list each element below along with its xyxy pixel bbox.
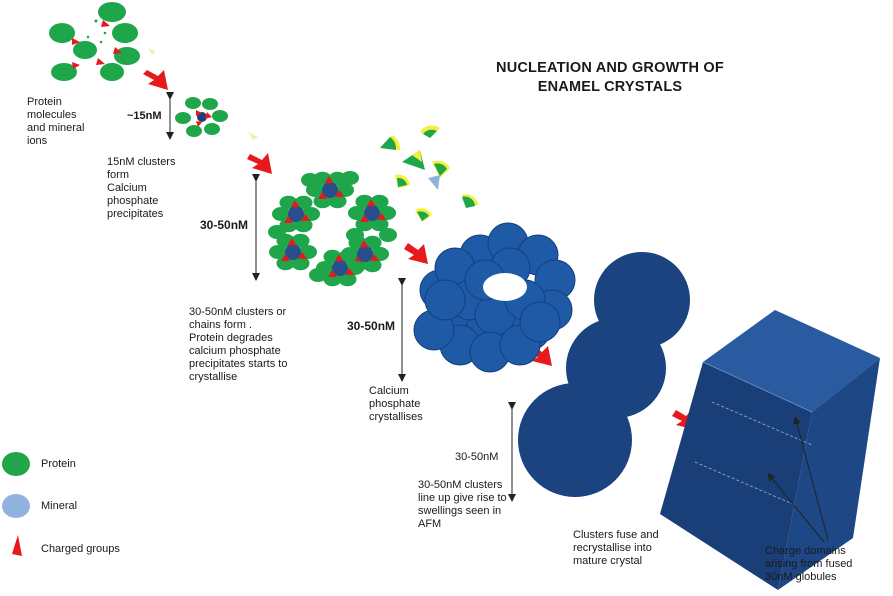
ring-mineral-core <box>364 205 380 221</box>
ring-mineral-core <box>322 182 338 198</box>
ring-charge <box>284 216 294 224</box>
legend-protein-label: Protein <box>41 458 76 470</box>
stage4-crystal-cluster <box>413 222 576 373</box>
label-fuse-recrystallise: Clusters fuse and recrystallise into mat… <box>573 529 659 567</box>
ring-charge <box>360 215 370 223</box>
label-size-3050-b: 30-50nM <box>347 319 396 333</box>
donut-globule <box>424 279 466 321</box>
legend-protein-swatch <box>2 452 30 476</box>
label-chains-form: 30-50nM clusters or chains form . Protei… <box>189 306 288 383</box>
ring-charge <box>287 238 297 246</box>
ring-mineral-core <box>357 246 373 262</box>
stage6-mature-crystal <box>660 310 880 590</box>
label-line-up: 30-50nM clusters line up give rise to sw… <box>418 479 507 530</box>
ring-charge <box>377 212 387 220</box>
charge-domain-pointers <box>767 416 829 543</box>
label-size-15nm: ~15nM <box>127 110 162 122</box>
diagram-title: NUCLEATION AND GROWTH OF ENAMEL CRYSTALS <box>470 59 750 97</box>
size-arrows <box>166 92 516 502</box>
ring-protein <box>301 173 319 187</box>
ring-protein <box>294 218 313 233</box>
ring-charge <box>345 267 355 275</box>
legend-swatches <box>2 452 30 556</box>
ring-protein <box>379 228 397 242</box>
ring-charge <box>290 200 300 208</box>
ring-charge <box>366 199 376 207</box>
ring-protein <box>341 171 359 185</box>
ring-charge <box>301 213 311 221</box>
donut-globule <box>519 301 561 343</box>
ring-protein <box>370 217 389 232</box>
label-size-3050-c: 30-50nM <box>455 451 499 463</box>
ring-protein <box>346 228 364 242</box>
label-15nm-clusters: 15nM clusters form Calcium phosphate pre… <box>107 156 176 220</box>
title-line-2: ENAMEL CRYSTALS <box>537 79 683 95</box>
ring-charge <box>318 192 328 200</box>
ring-charge <box>335 189 345 197</box>
ring-protein <box>348 206 366 220</box>
stage3-fragments <box>380 125 478 222</box>
stage3-ring-clusters <box>268 171 397 287</box>
ring-protein <box>309 268 327 282</box>
ring-charge <box>324 176 334 184</box>
ring-protein <box>338 272 357 287</box>
ring-mineral-core <box>285 244 301 260</box>
ring-charge <box>334 254 344 262</box>
ring-charge <box>359 240 369 248</box>
ring-protein <box>272 207 290 221</box>
legend-mineral-swatch <box>2 494 30 518</box>
ring-protein <box>276 256 295 271</box>
legend-charge-swatch <box>12 535 22 556</box>
ring-charge <box>298 251 308 259</box>
ring-protein <box>363 258 382 273</box>
legend-charge-label: Charged groups <box>41 543 120 555</box>
ring-protein <box>313 194 332 209</box>
label-size-3050-a: 30-50nM <box>200 218 249 232</box>
label-crystallises: Calcium phosphate crystallises <box>369 385 423 423</box>
ring-mineral-core <box>288 206 304 222</box>
ring-charge <box>328 270 338 278</box>
ring-protein <box>269 245 287 259</box>
ring-protein <box>328 194 347 209</box>
donut-hole <box>483 273 527 301</box>
ring-protein <box>355 217 374 232</box>
ring-protein <box>268 225 286 239</box>
title-line-1: NUCLEATION AND GROWTH OF <box>496 60 724 76</box>
stage1-proteins <box>49 2 140 81</box>
ring-mineral-core <box>332 260 348 276</box>
label-protein-ions: Protein molecules and mineral ions <box>27 96 85 147</box>
ring-protein <box>323 272 342 287</box>
ring-charge <box>281 254 291 262</box>
ring-protein <box>291 256 310 271</box>
stage2-cluster-15nm <box>175 97 228 137</box>
ring-charge <box>370 253 380 261</box>
stage5-fused-globules <box>518 252 690 497</box>
legend-mineral-label: Mineral <box>41 500 78 512</box>
label-charge-domains: Charge domains arising from fused 30nM g… <box>765 545 853 583</box>
